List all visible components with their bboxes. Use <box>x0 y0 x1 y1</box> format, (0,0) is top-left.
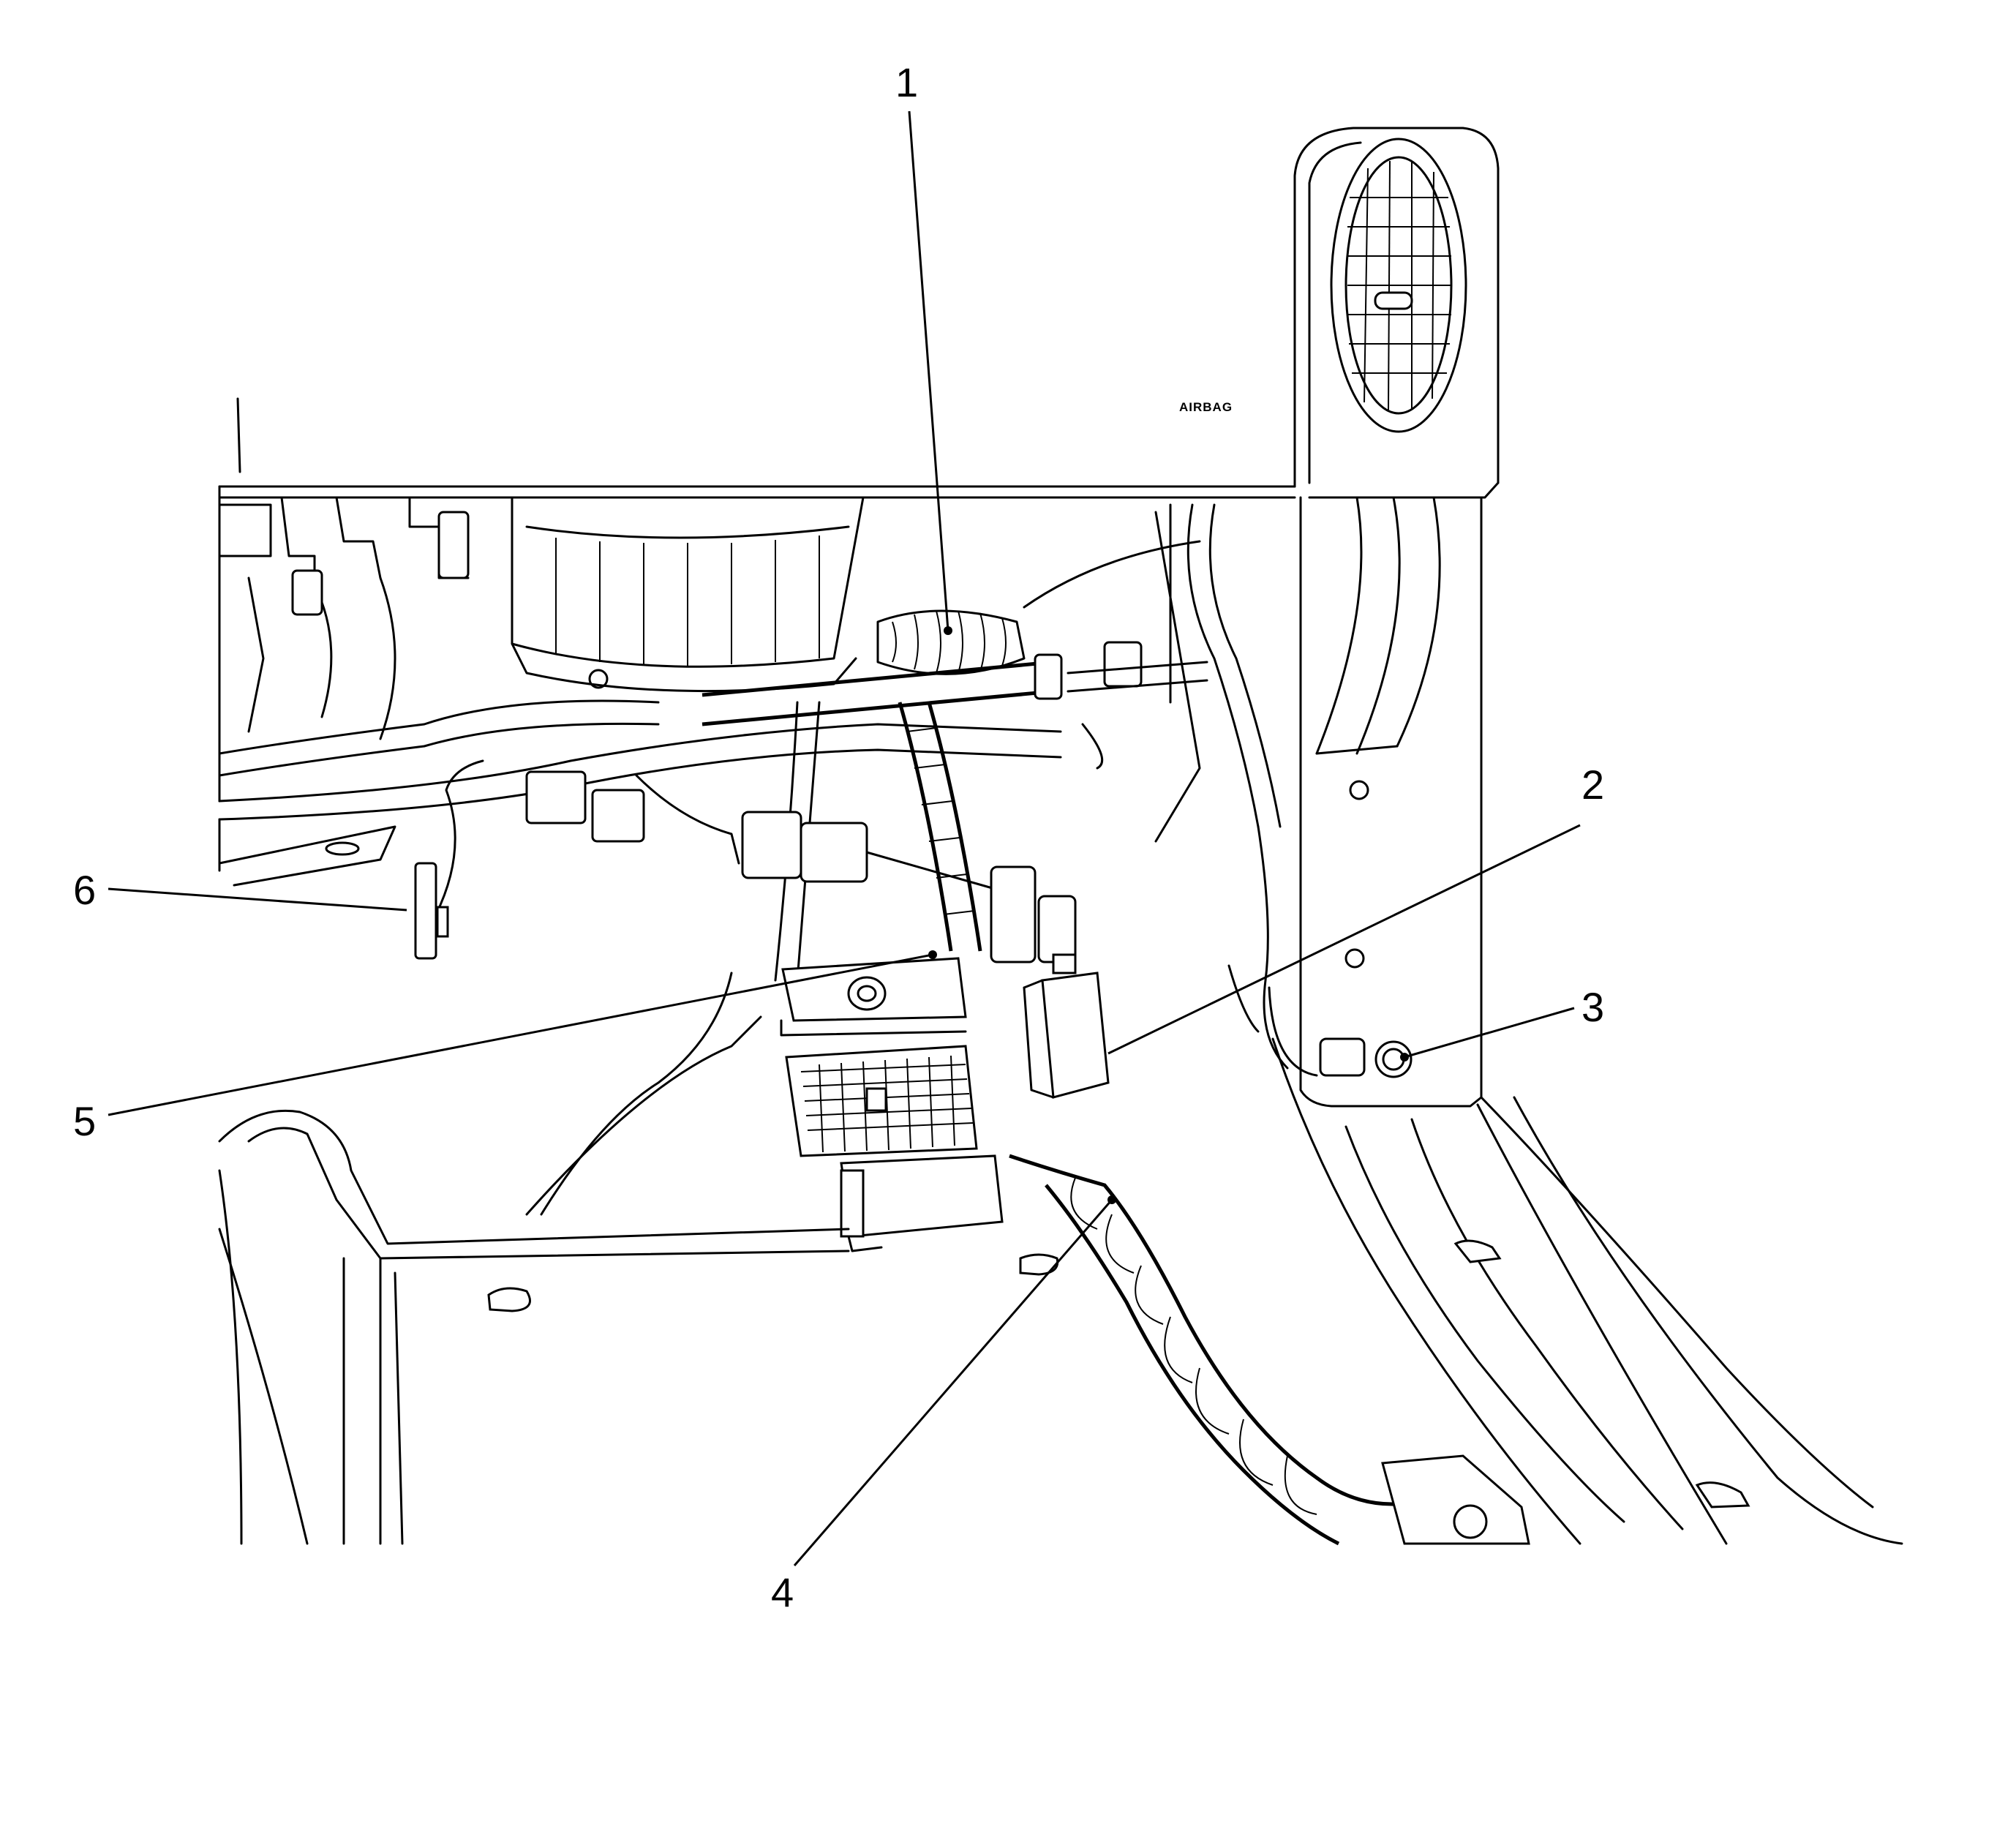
left-bracket-details <box>218 496 660 777</box>
leader-6 <box>108 887 407 912</box>
instrument-panel-outline <box>218 397 1296 872</box>
a-pillar-trim <box>1293 127 1500 1108</box>
control-module-item-5 <box>780 957 967 1037</box>
leader-5-dot <box>928 950 937 959</box>
module-item-2 <box>1023 953 1110 1099</box>
airbag-stamp: AIRBAG <box>1179 400 1233 414</box>
air-vent <box>1330 138 1467 433</box>
sensor-item-3 <box>1268 986 1413 1078</box>
leader-2 <box>1107 824 1581 1055</box>
main-harness-item-4 <box>1009 1118 1684 1546</box>
leader-4-dot <box>1107 1195 1116 1204</box>
callout-2: 2 <box>1581 762 1604 808</box>
callout-3: 3 <box>1581 984 1604 1030</box>
leader-4 <box>793 1199 1113 1566</box>
leader-5 <box>108 953 933 1116</box>
fuse-block <box>785 1045 978 1157</box>
callout-numbers: 1 2 3 4 5 6 <box>73 59 1604 1615</box>
leader-1 <box>908 110 949 631</box>
lower-connector <box>840 1154 1004 1252</box>
right-wire-bundles <box>1154 503 1289 1070</box>
callout-1: 1 <box>895 59 918 105</box>
connector-item-6 <box>414 759 484 960</box>
pillar-ridge <box>1315 496 1441 969</box>
callout-5: 5 <box>73 1098 96 1144</box>
leader-1-dot <box>944 626 952 635</box>
leader-3 <box>1404 1007 1575 1059</box>
door-sill <box>1227 964 1903 1545</box>
floor-and-console <box>218 972 1059 1545</box>
ip-harness-trunk <box>702 540 1208 770</box>
callout-6: 6 <box>73 867 96 913</box>
callout-leaders <box>108 110 1581 1566</box>
blower-motor-housing <box>511 496 865 693</box>
connector-cluster <box>525 770 1077 963</box>
leader-3-dot <box>1400 1053 1409 1062</box>
callout-4: 4 <box>771 1569 794 1615</box>
